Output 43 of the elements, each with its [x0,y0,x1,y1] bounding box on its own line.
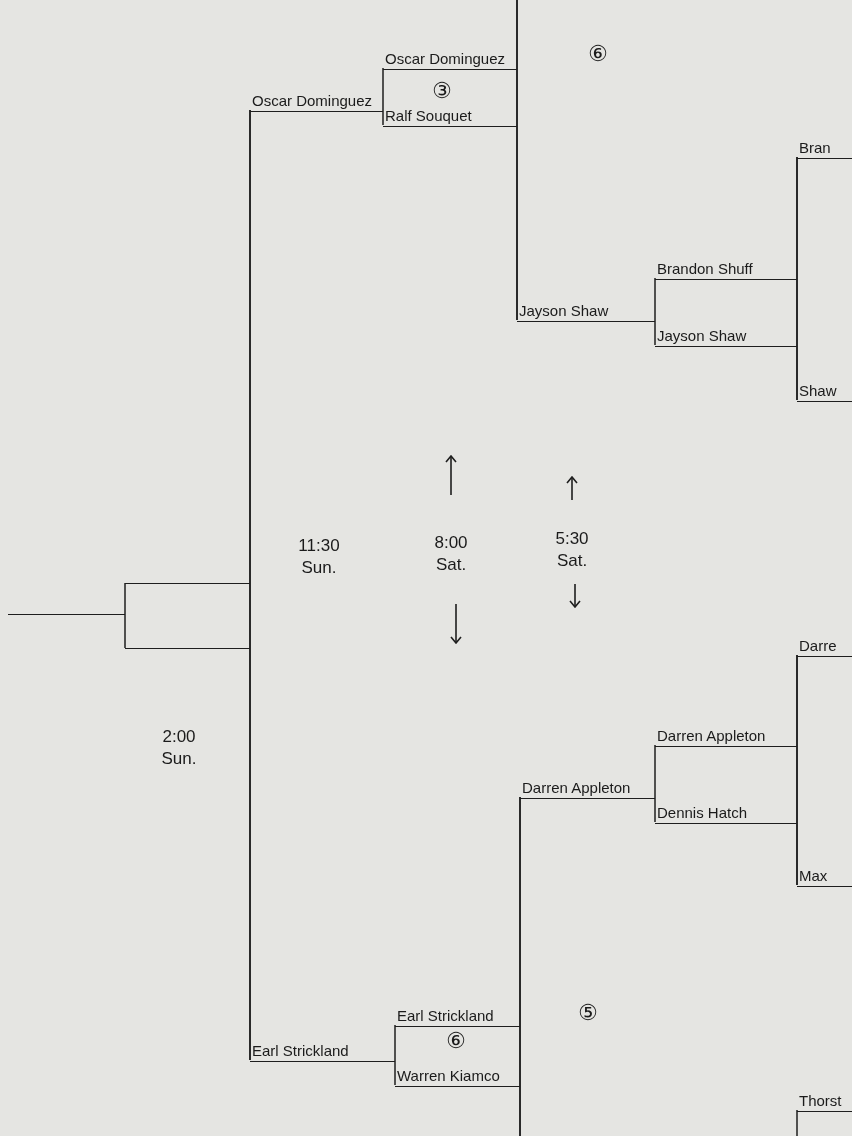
table-number: ⑤ [578,1001,598,1025]
time-label: 11:30 Sun. [297,535,341,579]
bracket-slot: Max [797,866,852,887]
bracket-slot: Jayson Shaw [655,326,797,347]
bracket-line [654,277,656,321]
bracket-line [394,1059,396,1086]
bracket-line [654,319,656,346]
bracket-slot: Warren Kiamco [395,1066,520,1087]
bracket-line [796,344,798,401]
bracket-slot: Oscar Dominguez [383,49,517,70]
bracket-slot: Earl Strickland [395,1006,520,1027]
bracket-slot: Oscar Dominguez [250,91,383,112]
bracket-slot: Darre [797,636,852,657]
bracket-slot: Thorst [797,1091,852,1112]
bracket-line [124,582,126,615]
bracket-line [796,821,798,886]
empty-slot-line [125,582,250,584]
empty-slot-line [125,647,250,649]
bracket-line [394,1024,396,1061]
bracket-slot: Jayson Shaw [517,301,655,322]
bracket-line [382,67,384,111]
empty-slot-line [8,613,125,615]
bracket-line [654,796,656,823]
time-label: 2:00 Sun. [160,726,198,770]
bracket-slot: Darren Appleton [520,778,655,799]
bracket-slot: Earl Strickland [250,1041,395,1062]
bracket-line [382,109,384,126]
bracket-slot: Ralf Souquet [383,106,517,127]
bracket-line [519,1084,521,1136]
bracket-line [654,744,656,798]
bracket-slot: Bran [797,138,852,159]
bracket-slot: Brandon Shuff [655,259,797,280]
time-label: 5:30 Sat. [554,528,590,572]
bracket-slot: Dennis Hatch [655,803,797,824]
bracket-line [516,124,518,321]
bracket-slot: Darren Appleton [655,726,797,747]
bracket-line [796,1109,798,1136]
table-number: ⑥ [446,1029,466,1053]
bracket-line [124,613,126,649]
table-number: ③ [432,79,452,103]
bracket-slot: Shaw [797,381,852,402]
table-number: ⑥ [588,42,608,66]
time-label: 8:00 Sat. [433,532,469,576]
